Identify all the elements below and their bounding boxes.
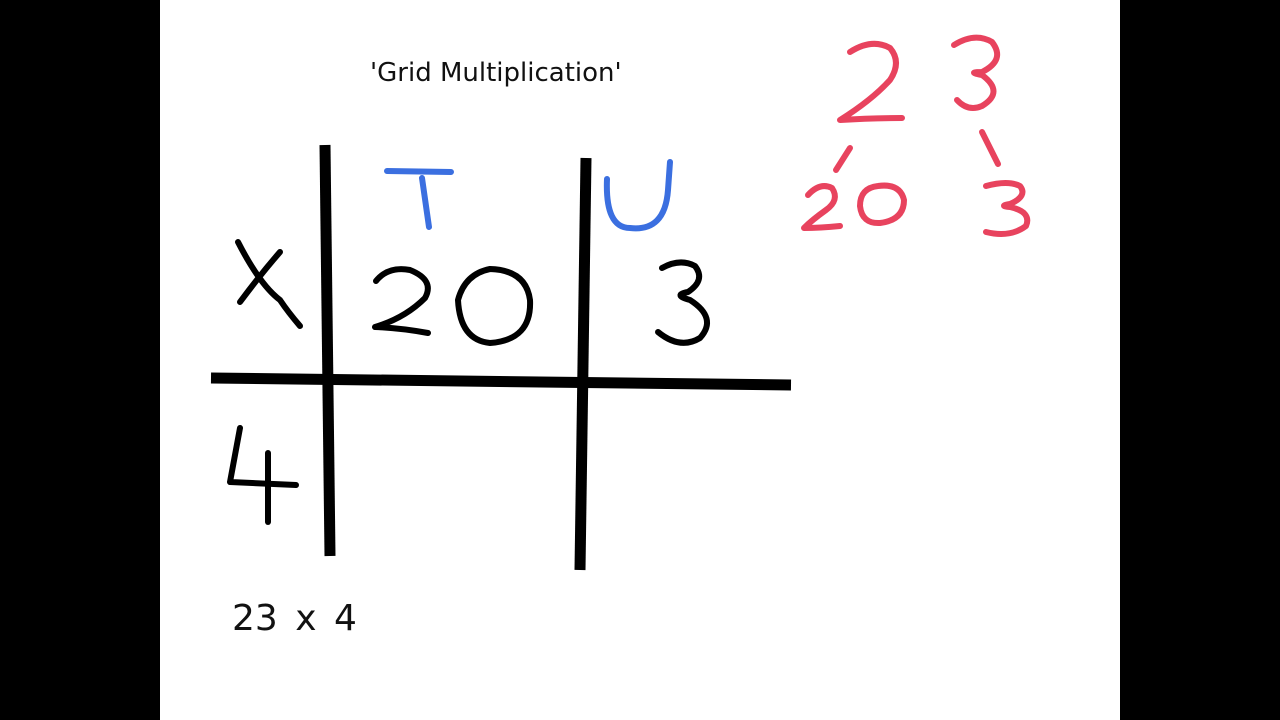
- letterbox-left: [0, 0, 160, 720]
- whiteboard-canvas: 'Grid Multiplication': [160, 0, 1120, 720]
- letterbox-right: [1120, 0, 1280, 720]
- partition-part-20: [801, 183, 843, 231]
- branch-right: [979, 129, 1001, 167]
- equation-text: 23 x 4: [232, 598, 357, 639]
- branch-left: [833, 145, 853, 173]
- partition-part-3: [983, 180, 1031, 237]
- partition-digit-3: [951, 34, 1001, 111]
- grid-horizontal-line: [210, 372, 792, 391]
- grid-lines: [210, 144, 792, 571]
- multiply-symbol: [235, 239, 303, 329]
- column-value-3: [655, 259, 711, 346]
- column-value-20: [372, 266, 534, 346]
- partition-digits: [801, 34, 1031, 237]
- grid-vertical-line-2: [574, 157, 592, 571]
- grid-drawing: [210, 34, 1031, 571]
- grid-vertical-line-1: [319, 144, 336, 557]
- place-label-units: [603, 159, 673, 232]
- row-value-4: [227, 425, 299, 525]
- place-label-tens: [384, 168, 454, 230]
- page-title: 'Grid Multiplication': [370, 58, 622, 88]
- partition-digit-2: [837, 40, 905, 123]
